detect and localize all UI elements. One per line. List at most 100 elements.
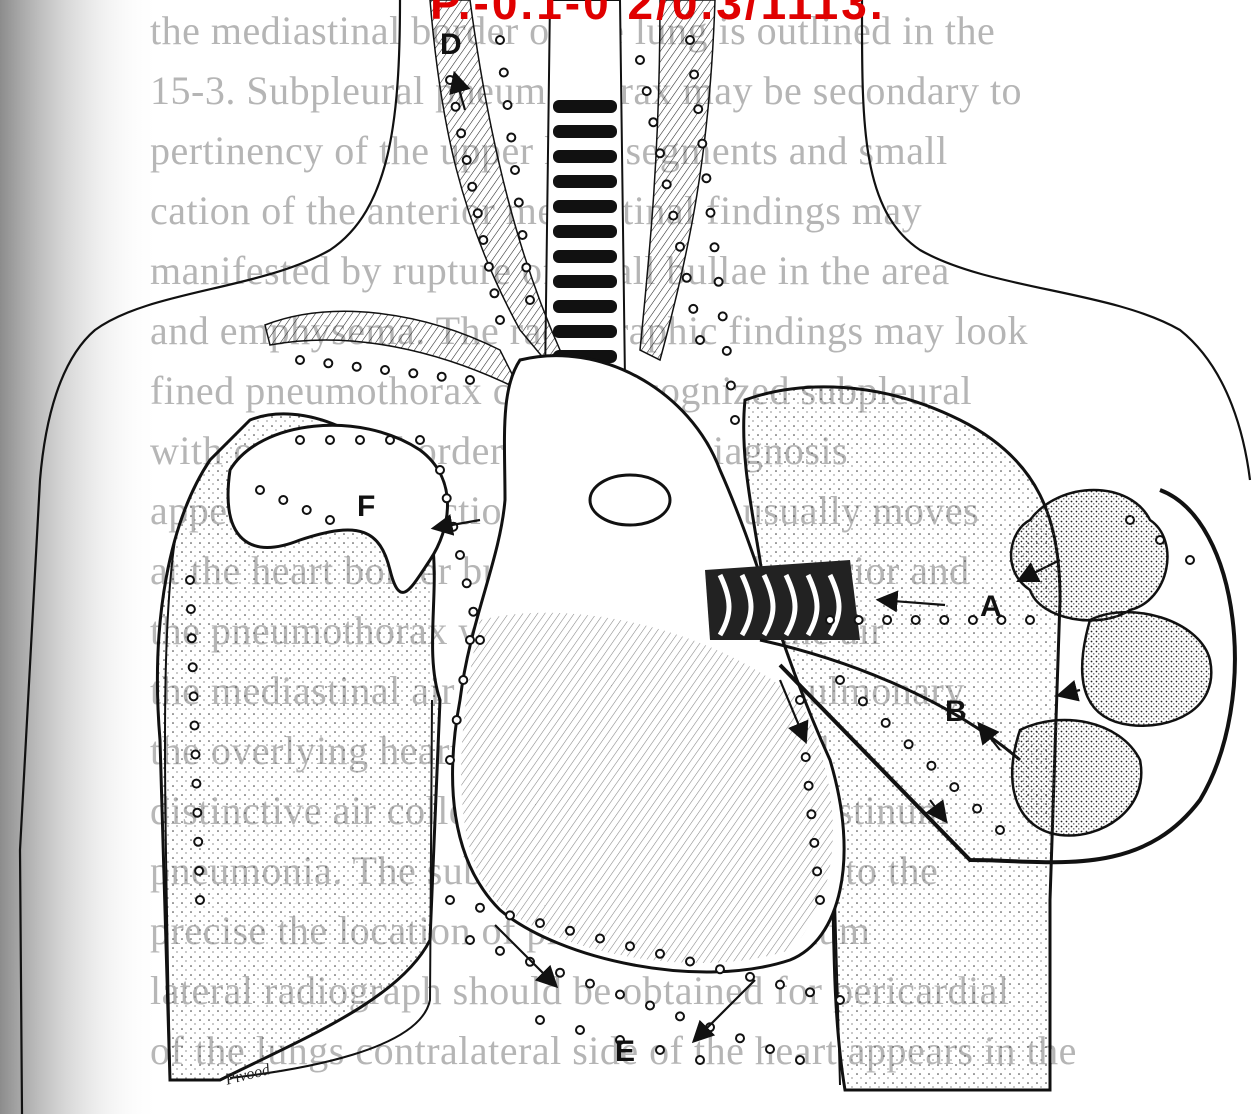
air-bubble: [683, 274, 691, 282]
air-bubble: [326, 436, 334, 444]
air-bubble: [882, 719, 890, 727]
air-bubble: [715, 278, 723, 286]
air-bubble: [279, 496, 287, 504]
air-bubble: [468, 183, 476, 191]
air-bubble: [796, 696, 804, 704]
air-bubble: [927, 762, 935, 770]
air-bubble: [883, 616, 891, 624]
air-bubble: [303, 506, 311, 514]
air-bubble: [802, 753, 810, 761]
air-bubble: [515, 199, 523, 207]
air-bubble: [969, 616, 977, 624]
air-bubble: [905, 740, 913, 748]
arrow-b2: [1060, 690, 1080, 695]
air-bubble: [326, 516, 334, 524]
air-bubble: [698, 140, 706, 148]
air-bubble: [855, 616, 863, 624]
air-bubble: [746, 973, 754, 981]
air-bubble: [416, 436, 424, 444]
air-bubble: [356, 436, 364, 444]
air-bubble: [566, 927, 574, 935]
air-bubble: [807, 810, 815, 818]
air-bubble: [196, 896, 204, 904]
scan-shadow: [0, 0, 160, 1114]
air-bubble: [696, 336, 704, 344]
air-bubble: [616, 991, 624, 999]
air-bubble: [1126, 516, 1134, 524]
air-bubble: [193, 809, 201, 817]
label-b: B: [945, 695, 967, 729]
air-bubble: [496, 947, 504, 955]
air-bubble: [479, 236, 487, 244]
air-bubble: [507, 134, 515, 142]
trachea: [545, 0, 625, 380]
tracheal-ring: [553, 275, 617, 288]
air-bubble: [192, 751, 200, 759]
air-bubble: [459, 676, 467, 684]
air-bubble: [526, 296, 534, 304]
air-bubble: [690, 71, 698, 79]
air-bubble: [805, 782, 813, 790]
header-fragment: P.-0.1-0 2/0.3/1113.: [430, 0, 886, 30]
air-bubble: [859, 697, 867, 705]
air-bubble: [826, 616, 834, 624]
air-bubble: [707, 209, 715, 217]
air-bubble: [646, 1002, 654, 1010]
air-bubble: [386, 436, 394, 444]
air-bubble: [192, 780, 200, 788]
air-bubble: [669, 212, 677, 220]
air-bubble: [490, 289, 498, 297]
air-bubble: [446, 756, 454, 764]
aortic-arch: [590, 475, 670, 525]
air-bubble: [353, 363, 361, 371]
air-bubble: [716, 965, 724, 973]
air-bubble: [296, 436, 304, 444]
air-bubble: [711, 243, 719, 251]
air-bubble: [476, 636, 484, 644]
air-bubble: [452, 103, 460, 111]
air-bubble: [476, 904, 484, 912]
air-bubble: [663, 180, 671, 188]
air-bubble: [586, 980, 594, 988]
air-bubble: [466, 936, 474, 944]
label-a: A: [980, 590, 1002, 624]
air-bubble: [973, 805, 981, 813]
air-bubble: [438, 373, 446, 381]
air-bubble: [576, 1026, 584, 1034]
air-bubble: [381, 366, 389, 374]
tracheal-ring: [553, 225, 617, 238]
air-bubble: [186, 576, 194, 584]
air-bubble: [836, 676, 844, 684]
left-bronchus: [705, 560, 860, 640]
air-bubble: [504, 101, 512, 109]
air-bubble: [189, 663, 197, 671]
air-bubble: [836, 996, 844, 1004]
air-bubble: [511, 166, 519, 174]
air-bubble: [500, 69, 508, 77]
air-bubble: [409, 369, 417, 377]
air-bubble: [463, 579, 471, 587]
tracheal-ring: [553, 150, 617, 163]
air-bubble: [912, 616, 920, 624]
air-bubble: [676, 243, 684, 251]
air-bubble: [469, 608, 477, 616]
tracheal-ring: [553, 200, 617, 213]
air-bubble: [556, 969, 564, 977]
air-bubble: [453, 716, 461, 724]
air-bubble: [796, 1056, 804, 1064]
air-bubble: [190, 692, 198, 700]
air-bubble: [813, 867, 821, 875]
air-bubble: [766, 1045, 774, 1053]
air-bubble: [694, 105, 702, 113]
air-bubble: [806, 988, 814, 996]
air-bubble: [696, 1056, 704, 1064]
air-bubble: [466, 376, 474, 384]
air-bubble: [446, 76, 454, 84]
air-bubble: [727, 382, 735, 390]
air-bubble: [1026, 616, 1034, 624]
air-bubble: [296, 356, 304, 364]
air-bubble: [689, 305, 697, 313]
air-bubble: [496, 36, 504, 44]
label-e: E: [615, 1035, 635, 1069]
